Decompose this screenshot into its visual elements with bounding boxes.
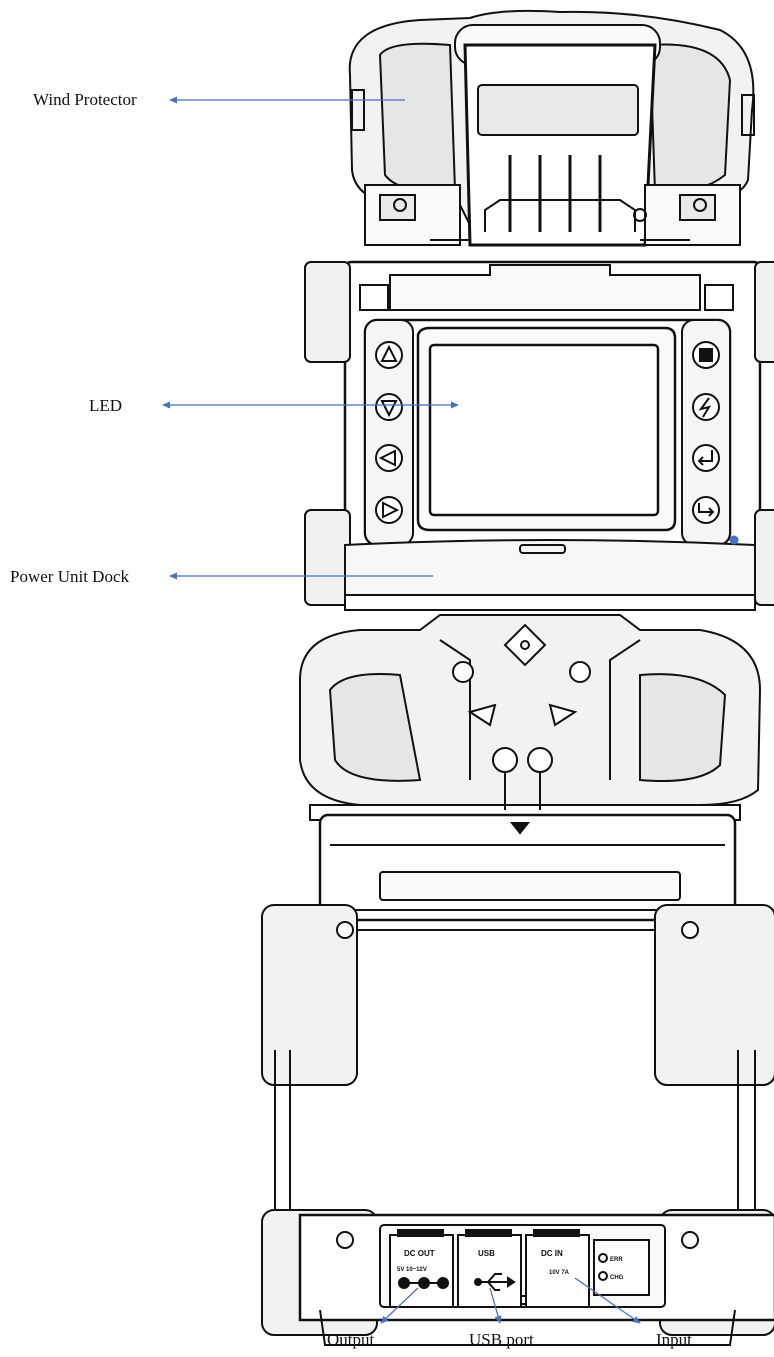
power-unit-dock bbox=[344, 535, 756, 611]
wind-protector bbox=[348, 9, 755, 247]
usb-text: USB bbox=[478, 1249, 495, 1258]
arrow-output bbox=[380, 1287, 419, 1324]
screen-panel bbox=[363, 318, 732, 547]
callout-arrows bbox=[162, 96, 641, 1324]
arrow-usb-port bbox=[489, 1287, 502, 1324]
arc-button[interactable] bbox=[692, 393, 720, 421]
indicator-leds bbox=[598, 1253, 608, 1281]
front-view bbox=[304, 9, 774, 611]
usb-icon[interactable] bbox=[474, 1273, 516, 1291]
down-button[interactable] bbox=[375, 393, 403, 421]
connector-texts: DC OUT 5V 10~12V USB DC IN 10V 7A ERR CH… bbox=[397, 1249, 624, 1281]
connector-panel bbox=[389, 1229, 650, 1308]
led1-text: ERR bbox=[610, 1257, 623, 1263]
power-button[interactable] bbox=[692, 341, 720, 369]
fiber-clamps bbox=[364, 184, 741, 246]
dc-out-text: DC OUT bbox=[404, 1249, 435, 1258]
up-button[interactable] bbox=[375, 341, 403, 369]
arrow-input bbox=[574, 1277, 641, 1324]
left-button[interactable] bbox=[375, 444, 403, 472]
dc-in-spec-text: 10V 7A bbox=[549, 1270, 570, 1276]
label-power-unit-dock: Power Unit Dock bbox=[10, 567, 129, 586]
return-button[interactable] bbox=[692, 496, 720, 524]
enter-button[interactable] bbox=[692, 444, 720, 472]
right-button[interactable] bbox=[375, 496, 403, 524]
label-led: LED bbox=[89, 396, 123, 415]
rear-view bbox=[261, 614, 774, 1346]
dc-out-spec-text: 5V 10~12V bbox=[397, 1267, 427, 1273]
led2-text: CHG bbox=[610, 1275, 624, 1281]
rear-lid bbox=[299, 614, 762, 810]
dc-out-port[interactable] bbox=[398, 1277, 449, 1289]
dc-in-text: DC IN bbox=[541, 1249, 563, 1258]
label-wind-protector: Wind Protector bbox=[33, 90, 137, 109]
right-buttons bbox=[692, 341, 720, 524]
left-buttons bbox=[375, 341, 403, 524]
